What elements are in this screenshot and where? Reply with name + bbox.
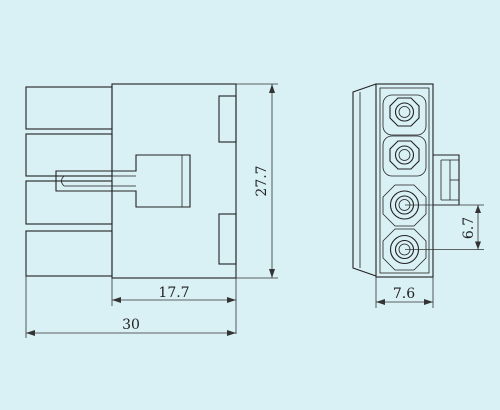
cavity-1-ring xyxy=(394,102,415,122)
body-length-arrow-right xyxy=(227,297,236,303)
pitch-arrow-top xyxy=(475,205,481,213)
total-length-arrow-right xyxy=(227,330,236,336)
front-left-frame xyxy=(352,83,377,277)
cavity-2-octagon xyxy=(389,140,420,170)
latch-arm xyxy=(55,154,191,208)
pin-bar-3 xyxy=(25,180,113,225)
cavity-2-hole xyxy=(398,149,411,161)
total-length-label: 30 xyxy=(122,317,140,333)
cavity-2-outline xyxy=(382,135,427,177)
body-length-label: 17.7 xyxy=(158,285,189,301)
width-arrow-right xyxy=(424,299,433,305)
width-dimension: 7.6 xyxy=(375,277,434,308)
cavity-4-outline xyxy=(382,228,427,271)
pin-bar-2 xyxy=(25,133,113,177)
cavity-1-outline xyxy=(382,94,427,136)
pitch-label: 6.7 xyxy=(461,217,477,239)
front-housing xyxy=(375,83,434,278)
pitch-arrow-bottom xyxy=(475,241,481,250)
pin-bar-4 xyxy=(25,230,113,277)
body-length-dimension: 17.7 xyxy=(111,278,237,334)
cavity-3-outline xyxy=(382,184,427,227)
pitch-dimension: 6.7 xyxy=(405,204,484,250)
pin-bar-1 xyxy=(25,86,113,130)
body-length-arrow-left xyxy=(112,297,121,303)
cavity-2-ring xyxy=(394,145,415,165)
front-housing-inner xyxy=(379,87,430,274)
cavity-3 xyxy=(382,184,427,227)
height-arrow-bottom xyxy=(269,269,275,278)
cavity-1 xyxy=(382,94,427,136)
width-label: 7.6 xyxy=(393,286,415,302)
width-arrow-left xyxy=(376,299,385,305)
height-dimension: 27.7 xyxy=(236,83,278,279)
front-view xyxy=(352,83,460,278)
total-length-arrow-left xyxy=(26,330,35,336)
latch-slot-top xyxy=(218,95,237,143)
height-label: 27.7 xyxy=(254,165,270,196)
latch-arm-tip xyxy=(61,175,65,187)
cavity-1-octagon xyxy=(389,97,420,127)
latch-slot-bottom xyxy=(218,213,237,265)
cavity-2 xyxy=(382,135,427,177)
height-arrow-top xyxy=(269,84,275,93)
cavity-1-hole xyxy=(398,106,411,118)
side-view xyxy=(25,83,237,279)
total-length-dimension: 30 xyxy=(25,276,236,338)
housing-body xyxy=(111,83,237,279)
